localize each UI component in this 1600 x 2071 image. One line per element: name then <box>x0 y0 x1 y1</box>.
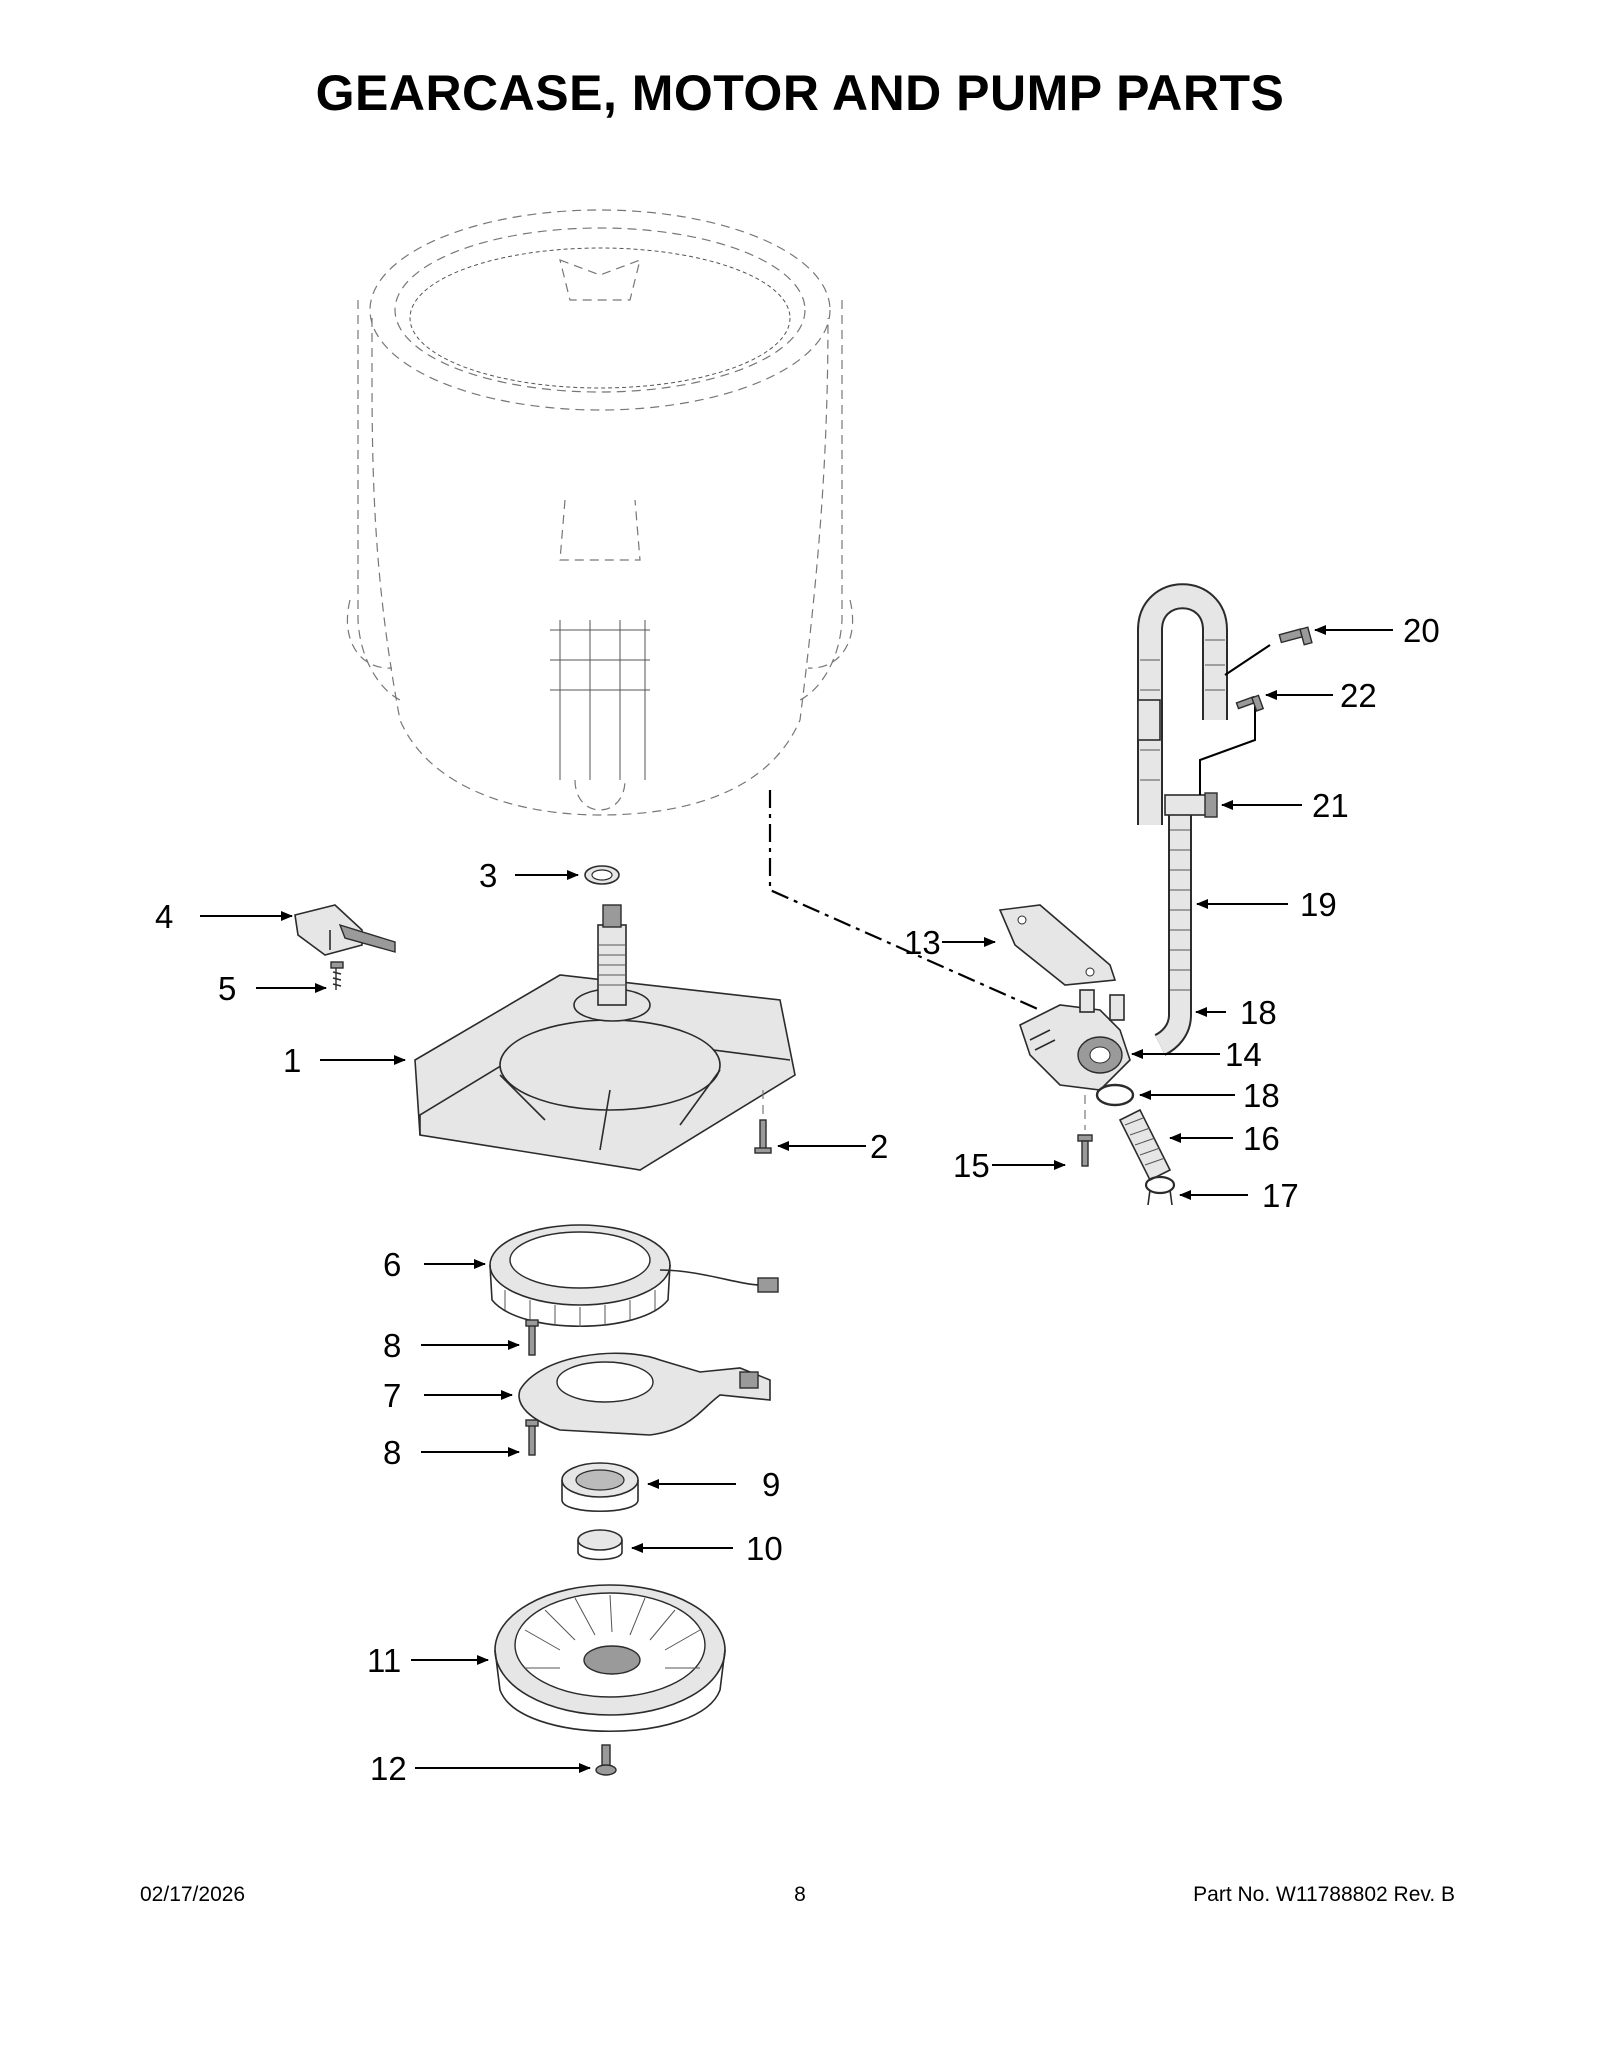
part-8-bolt-lower <box>525 1419 539 1456</box>
part-12-rotor-bolt <box>595 1744 617 1776</box>
callout-arrows <box>200 625 1393 1773</box>
callout-3: 3 <box>479 857 497 894</box>
callout-8-upper: 8 <box>383 1327 401 1364</box>
part-14-drain-pump <box>1019 989 1131 1091</box>
part-22-hose-screw <box>1235 694 1265 712</box>
callout-18-upper: 18 <box>1240 994 1277 1031</box>
part-15-pump-screw <box>1077 1134 1093 1167</box>
footer-date: 02/17/2026 <box>140 1883 246 1906</box>
part-1-gearcase <box>414 904 796 1171</box>
callout-18-lower: 18 <box>1243 1077 1280 1114</box>
callout-16: 16 <box>1243 1120 1280 1157</box>
part-20-hose-screw <box>1278 626 1313 646</box>
part-16-sump-hose <box>1118 1108 1172 1182</box>
callout-19: 19 <box>1300 886 1337 923</box>
part-9-rotor-bearing <box>561 1462 639 1512</box>
part-20-leader-line <box>1224 644 1271 676</box>
part-5-bracket-screw <box>330 961 344 990</box>
part-6-stator <box>489 1224 779 1327</box>
drain-connector-phantom <box>768 790 1041 1012</box>
callout-4: 4 <box>155 898 173 935</box>
wash-tub-phantom <box>346 209 854 816</box>
part-4-shipping-bracket <box>294 904 396 956</box>
part-13-pump-gasket <box>998 904 1117 986</box>
part-21-hose-clip <box>1164 792 1218 818</box>
callout-2: 2 <box>870 1128 888 1165</box>
part-18-hose-clamp-lower <box>1095 1083 1135 1107</box>
footer-part-number: Part No. W11788802 Rev. B <box>1193 1883 1455 1906</box>
footer-page-number: 8 <box>794 1883 806 1906</box>
callout-labels: 4 5 1 2 3 6 8 7 8 9 10 11 12 13 14 15 18… <box>155 612 1440 1787</box>
part-10-rotor-nut <box>577 1529 623 1561</box>
part-11-rotor <box>494 1584 726 1733</box>
part-3-seal-washer <box>584 865 620 885</box>
callout-20: 20 <box>1403 612 1440 649</box>
callout-12: 12 <box>370 1750 407 1787</box>
callout-9: 9 <box>762 1466 780 1503</box>
callout-5: 5 <box>218 970 236 1007</box>
callout-17: 17 <box>1262 1177 1299 1214</box>
callout-22: 22 <box>1340 677 1377 714</box>
callout-21: 21 <box>1312 787 1349 824</box>
callout-11: 11 <box>367 1642 401 1679</box>
part-8-bolt-upper <box>525 1319 539 1356</box>
part-17-hose-clamp <box>1144 1175 1176 1206</box>
part-2-gearcase-bolt <box>754 1119 772 1154</box>
part-21-leader-line <box>1199 700 1256 795</box>
callout-7: 7 <box>383 1377 401 1414</box>
callout-14: 14 <box>1225 1036 1262 1073</box>
callout-1: 1 <box>283 1042 301 1079</box>
callout-13: 13 <box>904 924 941 961</box>
callout-10: 10 <box>746 1530 783 1567</box>
part-7-motor-housing <box>518 1352 771 1436</box>
callout-8-lower: 8 <box>383 1434 401 1471</box>
part-19-drain-hose <box>1137 583 1228 1056</box>
page-title: GEARCASE, MOTOR AND PUMP PARTS <box>315 65 1285 121</box>
callout-6: 6 <box>383 1246 401 1283</box>
callout-15: 15 <box>953 1147 990 1184</box>
